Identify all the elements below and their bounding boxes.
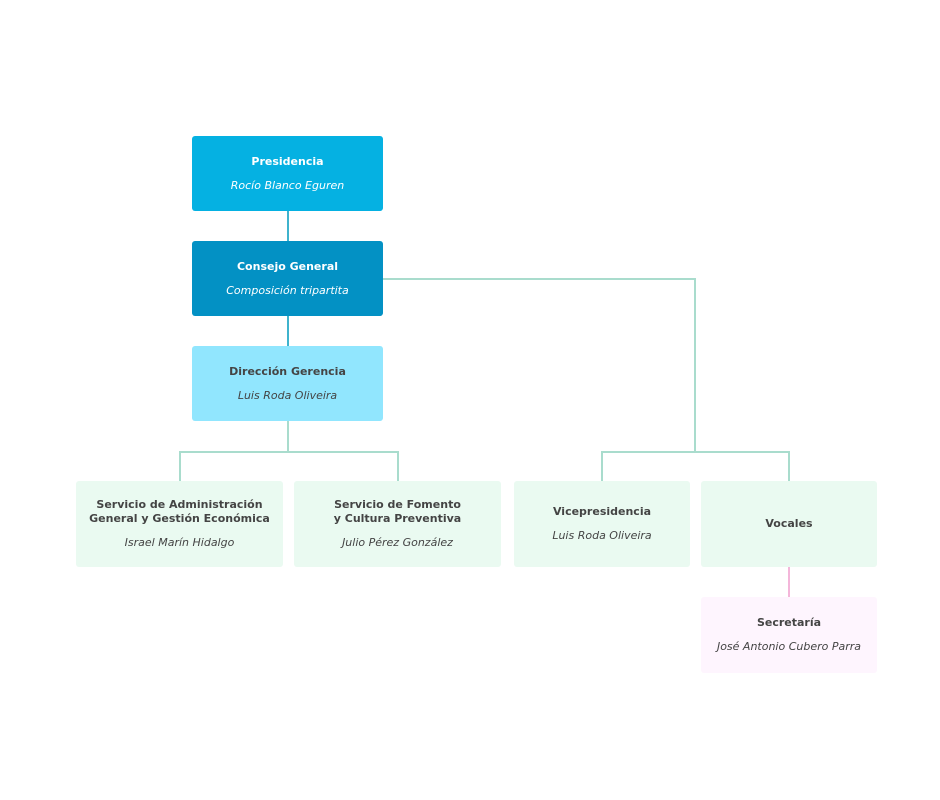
node-vocales[interactable]: Vocales <box>701 481 877 567</box>
connector-consejo-vicepresidencia-branch <box>383 278 696 452</box>
node-secretaria[interactable]: Secretaría José Antonio Cubero Parra <box>701 597 877 673</box>
node-consejo-general[interactable]: Consejo General Composición tripartita <box>192 241 383 316</box>
node-title: Servicio de Administración General y Ges… <box>89 498 270 525</box>
node-person: Luis Roda Oliveira <box>552 529 652 542</box>
node-title: Presidencia <box>251 154 324 168</box>
node-servicio-administracion[interactable]: Servicio de Administración General y Ges… <box>76 481 283 567</box>
node-person: Rocío Blanco Eguren <box>230 178 345 192</box>
node-title: Vicepresidencia <box>552 505 652 518</box>
connector-vice-vocales <box>601 451 790 481</box>
connector-direccion-services <box>179 451 399 481</box>
node-servicio-fomento[interactable]: Servicio de Fomento y Cultura Preventiva… <box>294 481 501 567</box>
node-person: Composición tripartita <box>226 283 349 297</box>
node-presidencia[interactable]: Presidencia Rocío Blanco Eguren <box>192 136 383 211</box>
node-title: Vocales <box>765 517 813 530</box>
node-person: José Antonio Cubero Parra <box>716 640 862 653</box>
node-person: Israel Marín Hidalgo <box>124 536 235 549</box>
node-person: Luis Roda Oliveira <box>237 388 338 402</box>
node-title: Servicio de Fomento y Cultura Preventiva <box>333 498 462 525</box>
node-person: Julio Pérez González <box>342 536 453 549</box>
node-title: Dirección Gerencia <box>229 364 346 378</box>
node-vicepresidencia[interactable]: Vicepresidencia Luis Roda Oliveira <box>514 481 690 567</box>
node-direccion-gerencia[interactable]: Dirección Gerencia Luis Roda Oliveira <box>192 346 383 421</box>
node-title: Secretaría <box>756 616 822 629</box>
node-title: Consejo General <box>236 259 339 273</box>
